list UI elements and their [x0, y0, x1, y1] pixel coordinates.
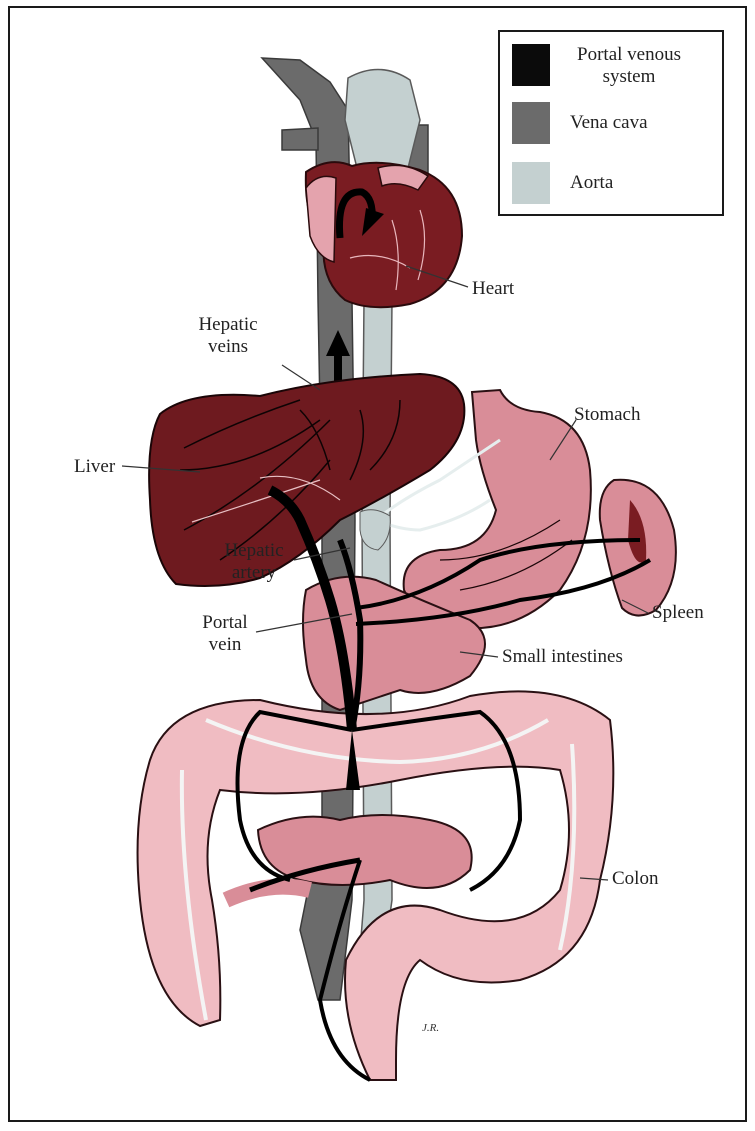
label-hepatic-artery-line1: Hepatic — [224, 540, 283, 561]
label-liver: Liver — [74, 456, 115, 478]
legend-label-portal-line1: Portal venous — [577, 44, 681, 65]
label-portal-vein-line2: vein — [209, 634, 242, 655]
legend-label-portal: Portal venous system — [558, 44, 700, 88]
label-hepatic-veins: Hepatic veins — [186, 314, 270, 358]
label-hepatic-veins-line2: veins — [208, 336, 248, 357]
label-heart: Heart — [472, 278, 514, 300]
legend: Portal venous system Vena cava Aorta — [498, 30, 724, 216]
label-portal-vein: Portal vein — [190, 612, 260, 656]
portal-venous-swatch — [512, 44, 550, 86]
label-spleen: Spleen — [652, 602, 704, 624]
label-hepatic-artery-line2: artery — [232, 562, 276, 583]
liver — [149, 374, 464, 586]
legend-label-aorta: Aorta — [570, 172, 613, 194]
label-small-intestines: Small intestines — [502, 646, 623, 668]
label-stomach: Stomach — [574, 404, 641, 426]
aorta-swatch — [512, 162, 550, 204]
vena-cava-swatch — [512, 102, 550, 144]
artist-signature: J.R. — [422, 1022, 439, 1034]
label-hepatic-artery: Hepatic artery — [212, 540, 296, 584]
label-hepatic-veins-line1: Hepatic — [198, 314, 257, 335]
label-portal-vein-line1: Portal — [202, 612, 247, 633]
legend-label-vena-cava: Vena cava — [570, 112, 648, 134]
spleen — [600, 480, 676, 616]
label-colon: Colon — [612, 868, 658, 890]
legend-label-portal-line2: system — [603, 66, 656, 87]
